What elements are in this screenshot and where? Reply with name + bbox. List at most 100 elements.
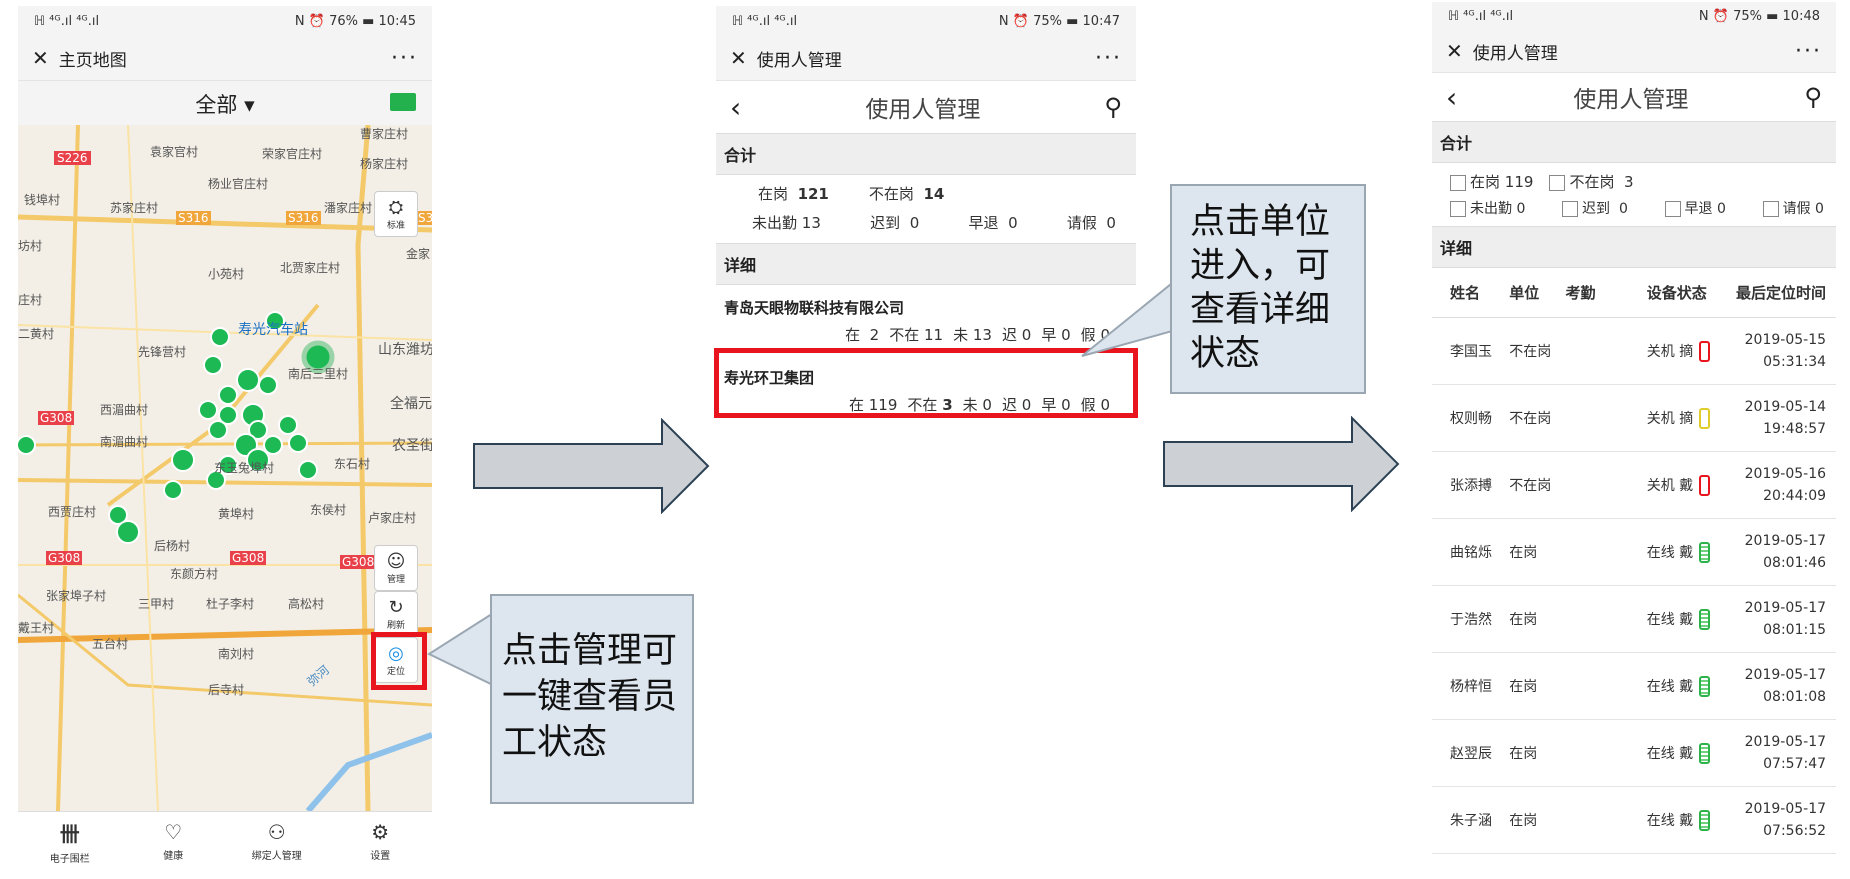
flow-arrow — [473, 418, 710, 514]
checkbox[interactable] — [1549, 174, 1566, 191]
tab-label: 电子围栏 — [49, 853, 90, 865]
location-date: 2019-05-16 — [1744, 466, 1827, 482]
more-menu-icon[interactable]: ··· — [1795, 38, 1822, 64]
location-time: 07:57:47 — [1763, 756, 1827, 772]
users-icon: ⚇ — [267, 820, 286, 844]
window-title: 主页地图 — [58, 50, 127, 71]
standard-map-button[interactable]: ⛭ 标准 — [374, 191, 418, 237]
map-label: 先锋营村 — [138, 345, 187, 359]
filter-bar: 全部 ▾ — [18, 81, 432, 126]
tab-health[interactable]: ♡ 健康 — [122, 812, 226, 869]
battery-icon — [1699, 608, 1711, 630]
close-icon[interactable]: ✕ — [1446, 39, 1463, 63]
stat-item: 请假 0 — [1066, 214, 1116, 232]
more-menu-icon[interactable]: ··· — [1095, 45, 1122, 71]
back-icon[interactable]: ‹ — [730, 90, 742, 124]
device-status: 关机 戴 — [1646, 478, 1694, 494]
status-left: ℍ ⁴ᴳ.ıl ⁴ᴳ.ıl — [1448, 8, 1514, 24]
refresh-button[interactable]: ↻ 刷新 — [374, 591, 418, 637]
cell-device: 关机 摘 — [1617, 407, 1732, 429]
search-icon[interactable]: ⚲ — [1104, 93, 1122, 121]
column-header[interactable]: 单位 — [1509, 284, 1540, 302]
device-status: 关机 摘 — [1646, 344, 1694, 360]
callout-manage: 点击管理可一键查看员工状态 — [490, 594, 694, 804]
tab-fence[interactable]: 卌 电子围栏 — [18, 812, 122, 869]
checkbox[interactable] — [1762, 201, 1779, 217]
map-label: 后寺村 — [208, 683, 245, 697]
more-menu-icon[interactable]: ··· — [391, 45, 418, 71]
stat-item[interactable]: 早退 0 — [1664, 198, 1726, 218]
map-label: 南湄曲村 — [100, 435, 149, 449]
stat-item[interactable]: 未出勤 0 — [1450, 198, 1525, 218]
tab-bound-users[interactable]: ⚇ 绑定人管理 — [225, 812, 329, 869]
stat-item[interactable]: 在岗 119 — [1450, 171, 1533, 192]
map-label: 黄埠村 — [218, 507, 255, 521]
callout-text: 点击单位进入，可查看详细状态 — [1190, 202, 1331, 374]
cell-device: 在线 戴 — [1617, 675, 1732, 697]
column-header[interactable]: 设备状态 — [1646, 284, 1707, 302]
count-item: 早 0 — [1041, 326, 1071, 344]
org-item[interactable]: 寿光环卫集团 在 119 不在 3 未 0 迟 0 早 0 假 0 — [716, 361, 1136, 421]
cell-name: 李国玉 — [1450, 344, 1492, 360]
stat-item[interactable]: 迟到 0 — [1562, 198, 1628, 218]
close-icon[interactable]: ✕ — [730, 46, 747, 70]
detail-header: 详细 — [1432, 226, 1836, 268]
cell-name: 权则畅 — [1450, 411, 1492, 427]
stat-item[interactable]: 请假 0 — [1762, 198, 1824, 218]
map-label: 东颜方村 — [170, 567, 219, 581]
column-header[interactable]: 考勤 — [1565, 284, 1596, 302]
refresh-icon: ↻ — [388, 597, 404, 618]
map-label: 庄村 — [18, 293, 43, 307]
window-title: 使用人管理 — [1472, 43, 1558, 64]
checkbox[interactable] — [1664, 201, 1681, 217]
map-label: 东石村 — [334, 457, 371, 471]
checkbox[interactable] — [1562, 201, 1579, 217]
user-icon: ☺ — [386, 551, 406, 572]
map-label: 西湄曲村 — [100, 403, 149, 417]
map-label: 张家埠子村 — [46, 589, 107, 603]
column-header[interactable]: 姓名 — [1450, 284, 1481, 302]
filter-dropdown[interactable]: 全部 ▾ — [195, 92, 255, 117]
count-item: 在 2 — [845, 326, 880, 344]
back-icon[interactable]: ‹ — [1446, 80, 1458, 114]
column-header[interactable]: 最后定位时间 — [1736, 284, 1827, 302]
device-status: 在线 戴 — [1646, 545, 1694, 561]
checkbox[interactable] — [1450, 174, 1466, 191]
stat-item[interactable]: 不在岗 3 — [1549, 171, 1634, 192]
org-name: 青岛天眼物联科技有限公司 — [724, 299, 905, 317]
map-label: 小苑村 — [208, 267, 245, 281]
org-item[interactable]: 青岛天眼物联科技有限公司 在 2 不在 11 未 13 迟 0 早 0 假 0 — [716, 291, 1136, 351]
callout-pointer-unit — [1081, 277, 1177, 357]
map-label: S226 — [54, 151, 91, 165]
map-label: 高松村 — [288, 597, 325, 611]
map-label: 五台村 — [92, 637, 129, 651]
map-label: 南刘村 — [218, 647, 255, 661]
map-label: S3 — [416, 211, 432, 225]
summary-row-1: 在岗 121 不在岗 14 — [716, 183, 1136, 204]
device-status: 在线 戴 — [1646, 679, 1694, 695]
map-label: 荣家官庄村 — [262, 147, 323, 161]
manage-button[interactable]: ☺ 管理 — [374, 545, 418, 591]
message-icon[interactable] — [390, 93, 416, 111]
locate-button[interactable]: ◎ 定位 — [374, 637, 418, 683]
close-icon[interactable]: ✕ — [32, 46, 49, 70]
count-item: 不在 11 — [889, 326, 944, 344]
location-date: 2019-05-17 — [1744, 533, 1827, 549]
checkbox[interactable] — [1450, 201, 1466, 217]
search-icon[interactable]: ⚲ — [1804, 83, 1822, 111]
org-counts: 在 2 不在 11 未 13 迟 0 早 0 假 0 — [724, 324, 1128, 345]
tab-settings[interactable]: ⚙ 设置 — [329, 812, 433, 869]
map-view[interactable]: S226 袁家官村 荣家官庄村 曹家庄村 杨家庄村 钱埠村 杨业官庄村 苏家庄村… — [18, 125, 432, 811]
page-title: 使用人管理 — [1573, 87, 1689, 113]
